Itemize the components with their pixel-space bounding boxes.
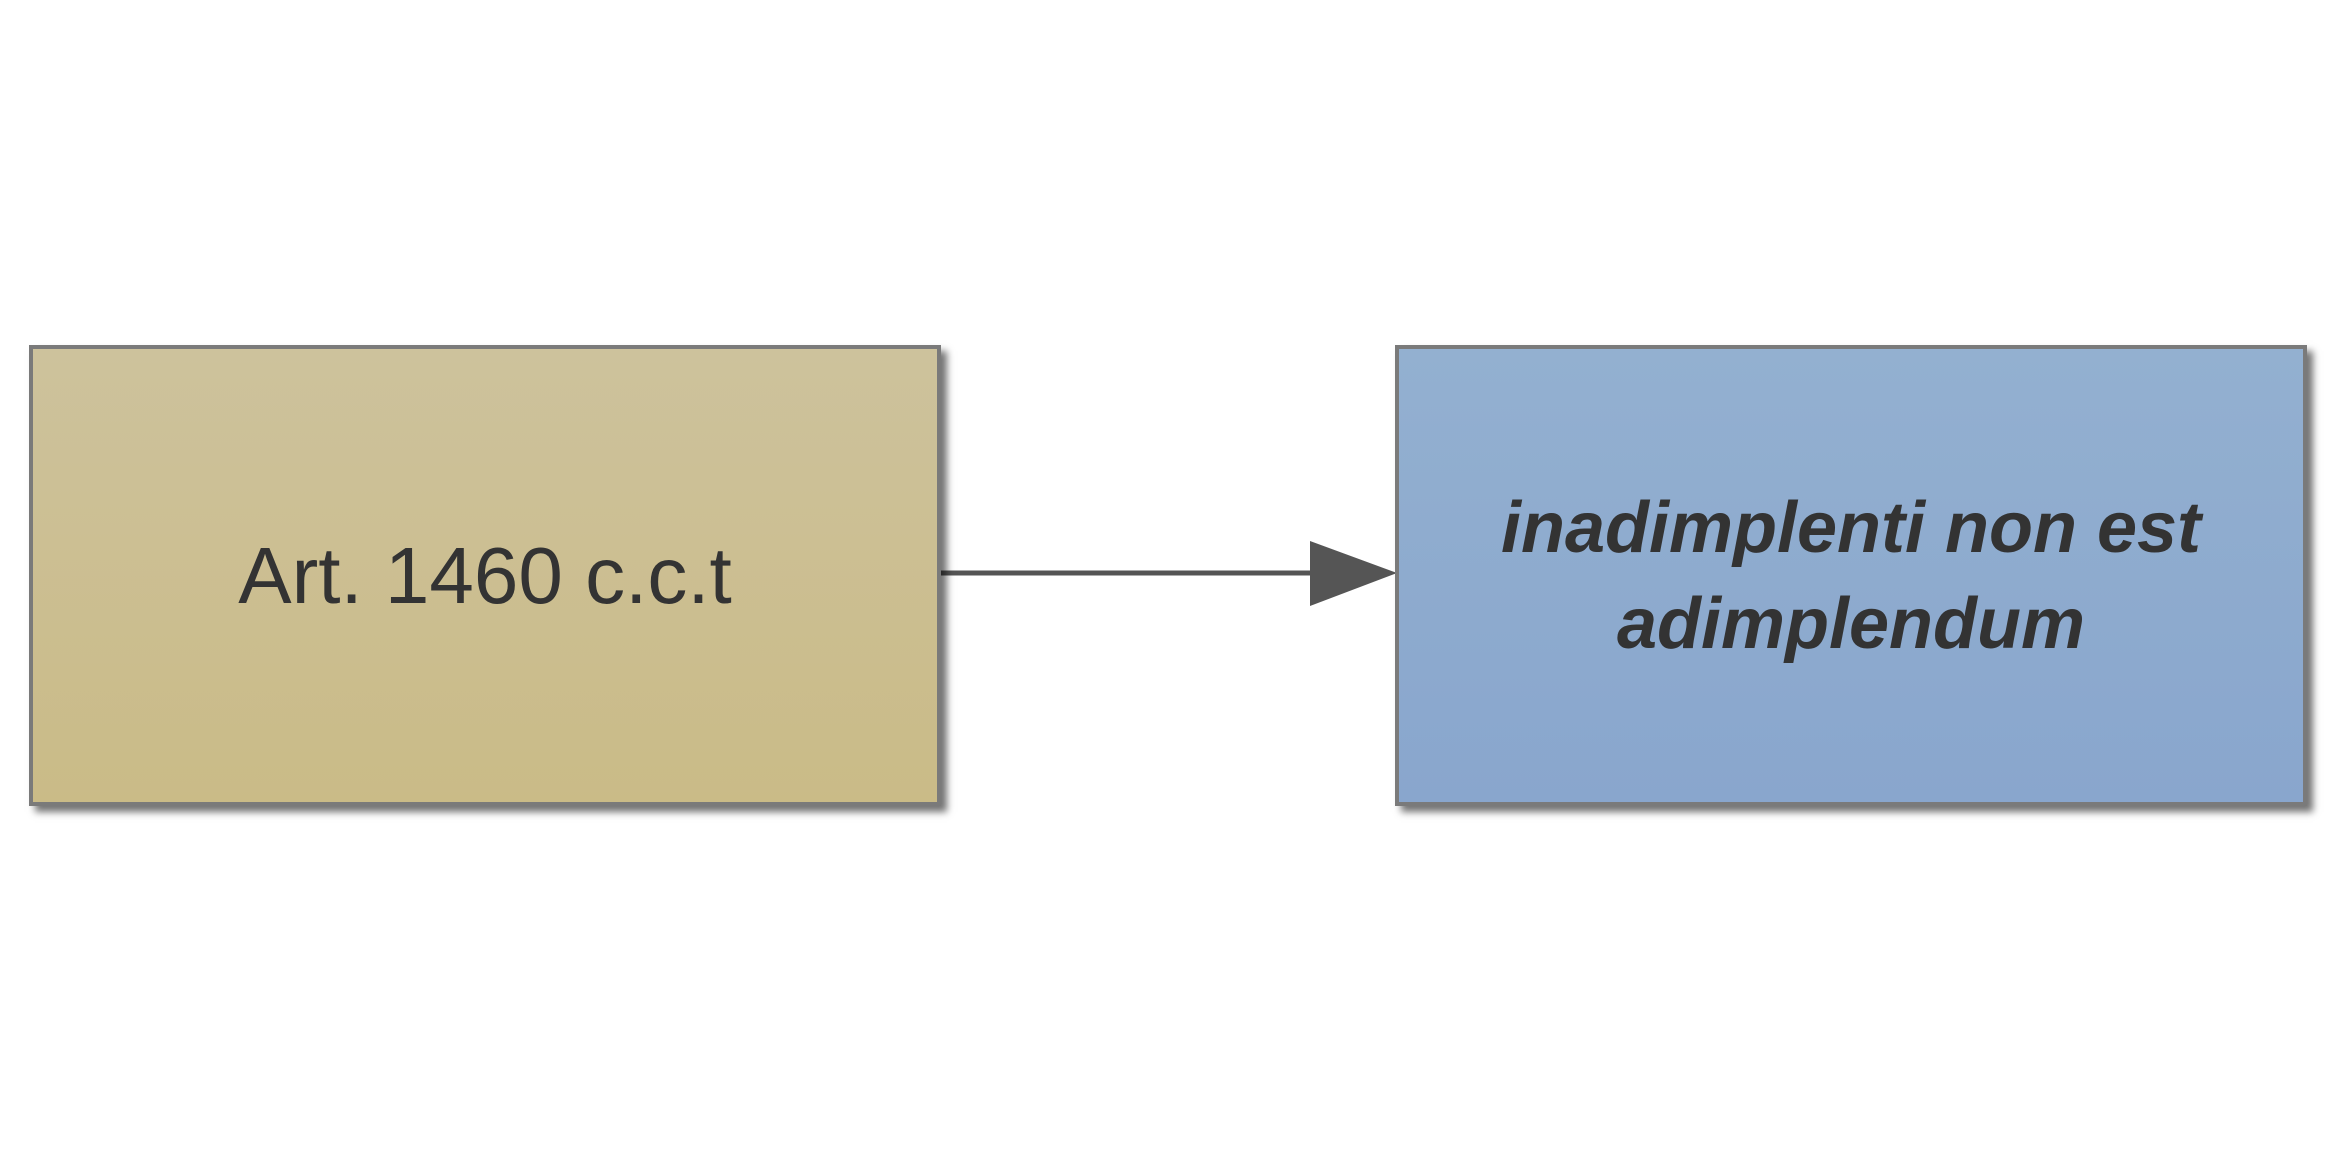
- node-target-label: inadimplenti non est adimplendum: [1500, 487, 2202, 664]
- node-source-label: Art. 1460 c.c.t: [238, 530, 732, 620]
- node-source[interactable]: Art. 1460 c.c.t: [29, 345, 941, 806]
- arrowhead-icon: [1310, 541, 1397, 606]
- node-target[interactable]: inadimplenti non est adimplendum: [1395, 345, 2307, 806]
